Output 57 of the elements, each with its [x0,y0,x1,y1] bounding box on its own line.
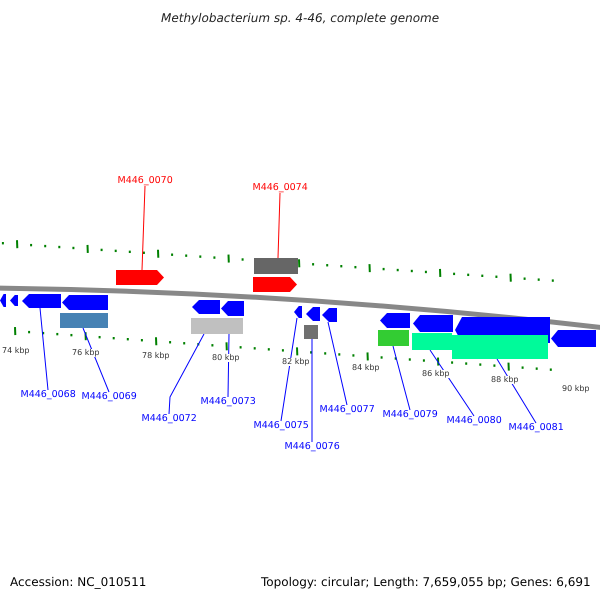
gene-feature [253,277,297,292]
gene-feature [62,295,108,310]
gene-block [378,330,409,346]
gene-label: M446_0070 [118,176,173,186]
gene-label: M446_0074 [252,183,308,192]
gene-label: M446_0072 [142,414,197,424]
gene-feature [221,301,244,316]
gene-label: M446_0073 [200,397,256,406]
gene-block [304,325,318,339]
gene-feature [10,295,18,306]
scale-label: 84 kbp [352,364,380,372]
scale-label: 80 kbp [212,354,240,362]
gene-feature [380,313,410,328]
gene-label: M446_0080 [446,416,502,426]
gene-label: M446_0069 [82,392,137,402]
scale-label: 82 kbp [282,358,310,366]
gene-feature [192,300,220,314]
gene-feature [116,270,164,285]
gene-block [217,318,243,334]
gene-block [191,318,217,334]
leader-line [40,308,48,390]
gene-feature [322,308,337,322]
gene-feature [413,315,453,332]
leader-line [430,350,474,416]
gene-block [254,258,298,274]
leader-line [392,346,410,410]
gene-label: M446_0076 [284,442,340,452]
footer-text: Accession: NC_010511 [10,576,146,588]
scale-label: 88 kbp [491,376,519,384]
gene-feature [294,306,302,318]
leader-line [328,322,348,406]
leader-line [280,318,298,422]
gene-label: M446_0077 [320,405,375,414]
gene-feature [551,330,596,347]
scale-label: 86 kbp [422,370,450,378]
leader-line [278,192,280,258]
scale-label: 90 kbp [562,385,590,393]
gene-block [452,335,548,359]
leader-line [228,334,230,398]
footer-text: Topology: circular; Length: 7,659,055 bp; Genes: 6,691 [261,576,591,588]
gene-label: M446_0079 [382,410,438,420]
gene-label: M446_0081 [508,423,564,432]
leader-line [82,328,110,392]
gene-label: M446_0068 [20,390,76,400]
gene-feature [306,307,320,321]
leader-line [168,334,204,414]
gene-feature [22,294,61,308]
scale-label: 74 kbp [2,347,30,355]
leader-line [142,186,146,270]
diagram-title: Methylobacterium sp. 4-46, complete genome [161,12,440,24]
gene-feature [0,294,6,307]
gene-label: M446_0075 [254,421,309,430]
gene-block [60,313,108,328]
gene-block [412,333,452,350]
scale-label: 78 kbp [142,352,170,360]
leader-line [496,358,536,424]
scale-label: 76 kbp [72,349,100,357]
